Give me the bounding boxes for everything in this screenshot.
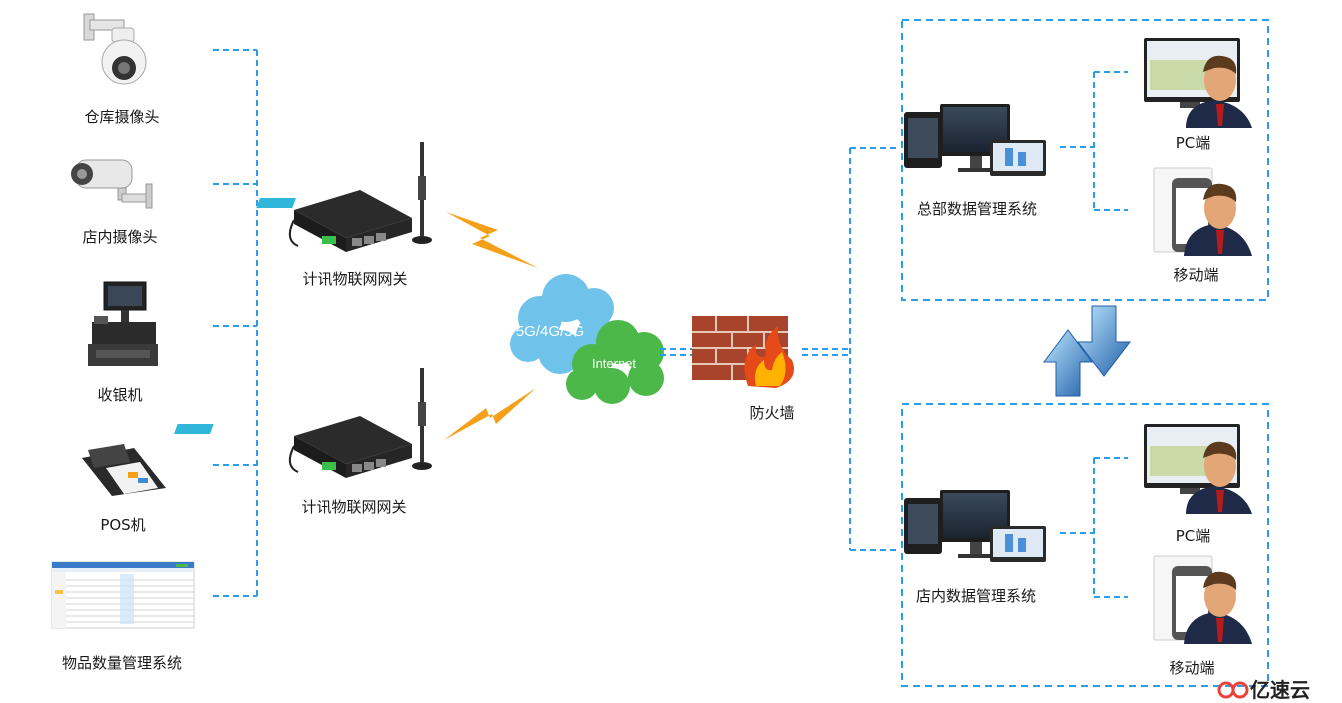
cellular-label: 5G/4G/3G [516, 323, 584, 340]
store-system-label: 店内数据管理系统 [915, 587, 1037, 605]
store-pc-label: PC端 [1175, 527, 1211, 545]
gateway-top-icon [256, 142, 432, 252]
cloud-firewall-link [660, 348, 694, 356]
hq-mobile-label: 移动端 [1173, 266, 1219, 284]
internet-label: Internet [592, 356, 636, 371]
store-mobile-user-icon [1184, 571, 1252, 644]
gateway-top-label: 计讯物联网网关 [302, 270, 408, 288]
store-links [1060, 457, 1128, 598]
left-bus-lines [213, 49, 258, 597]
store-workstation-icon [904, 490, 1046, 562]
hq-pc-user-icon [1186, 55, 1252, 128]
store-camera-label: 店内摄像头 [82, 228, 158, 246]
store-mobile-label: 移动端 [1169, 659, 1215, 677]
hq-system-box [901, 19, 1269, 301]
pos-label: POS机 [100, 516, 146, 534]
firewall-icon [692, 316, 794, 388]
hq-pc-label: PC端 [1175, 134, 1211, 152]
bullet-camera-icon [71, 159, 153, 209]
store-pc-user-icon [1186, 441, 1252, 514]
brand-logo-icon [1217, 681, 1249, 699]
spreadsheet-thumbnail-icon [51, 561, 195, 629]
internet-cloud-icon [566, 320, 664, 404]
lightning-bolt-bottom-icon [444, 388, 536, 440]
gateway-bottom-icon [174, 368, 432, 478]
sync-arrows-icon [1043, 305, 1132, 397]
hq-workstation-icon [904, 104, 1046, 176]
hq-system-label: 总部数据管理系统 [916, 200, 1038, 218]
firewall-label: 防火墙 [749, 404, 795, 422]
hq-mobile-user-icon [1184, 183, 1252, 256]
cash-register-label: 收银机 [97, 386, 143, 404]
store-system-box [901, 403, 1269, 687]
brand-watermark: 亿速云 [1250, 678, 1310, 702]
lightning-bolt-top-icon [446, 212, 538, 268]
warehouse-camera-label: 仓库摄像头 [84, 108, 160, 126]
inventory-system-label: 物品数量管理系统 [61, 654, 183, 672]
hq-links [1060, 71, 1128, 211]
cellular-cloud-icon [510, 274, 616, 374]
dome-camera-icon [83, 13, 147, 85]
cash-register-icon [88, 281, 158, 366]
gateway-bottom-label: 计讯物联网网关 [301, 498, 407, 516]
firewall-systems-link [802, 147, 900, 551]
pos-terminal-icon [82, 444, 166, 496]
